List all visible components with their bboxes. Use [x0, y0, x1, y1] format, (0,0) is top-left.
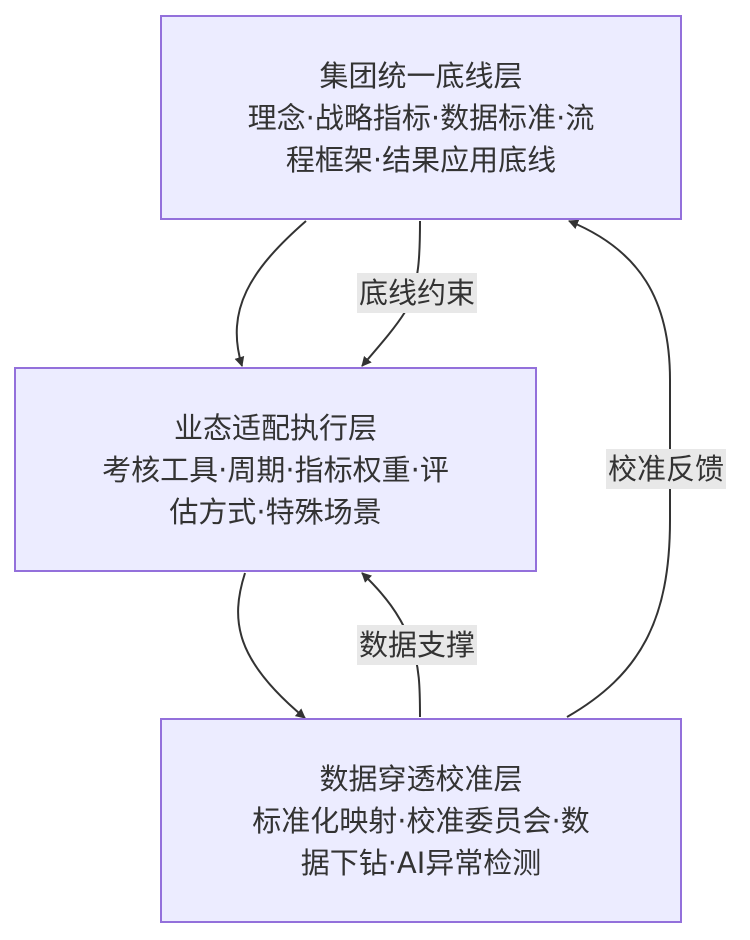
edge-top-to-middle-left	[234, 220, 307, 367]
node-bottom-line-1: 数据穿透校准层	[319, 761, 523, 796]
node-top-line-2: 理念·战略指标·数据标准·流	[247, 100, 595, 135]
node-top-line-1: 集团统一底线层	[319, 58, 523, 93]
edge-middle-to-bottom	[237, 572, 306, 719]
node-data-calibration-layer: 数据穿透校准层 标准化映射·校准委员会·数 据下钻·AI异常检测	[160, 718, 682, 923]
edge-label-constraint: 底线约束	[357, 273, 478, 313]
node-top-line-3: 程框架·结果应用底线	[285, 142, 557, 177]
edge-bottom-to-top-feedback	[566, 219, 671, 718]
node-middle-line-1: 业态适配执行层	[173, 410, 377, 445]
edge-label-feedback: 校准反馈	[606, 449, 727, 489]
node-middle-line-2: 考核工具·周期·指标权重·评	[102, 452, 449, 487]
node-bottom-line-2: 标准化映射·校准委员会·数	[252, 803, 590, 838]
edge-label-support: 数据支撑	[357, 625, 478, 665]
node-group-baseline-layer: 集团统一底线层 理念·战略指标·数据标准·流 程框架·结果应用底线	[160, 15, 682, 220]
node-business-execution-layer: 业态适配执行层 考核工具·周期·指标权重·评 估方式·特殊场景	[14, 367, 537, 572]
node-middle-line-3: 估方式·特殊场景	[169, 494, 382, 529]
node-bottom-line-3: 据下钻·AI异常检测	[300, 845, 542, 880]
